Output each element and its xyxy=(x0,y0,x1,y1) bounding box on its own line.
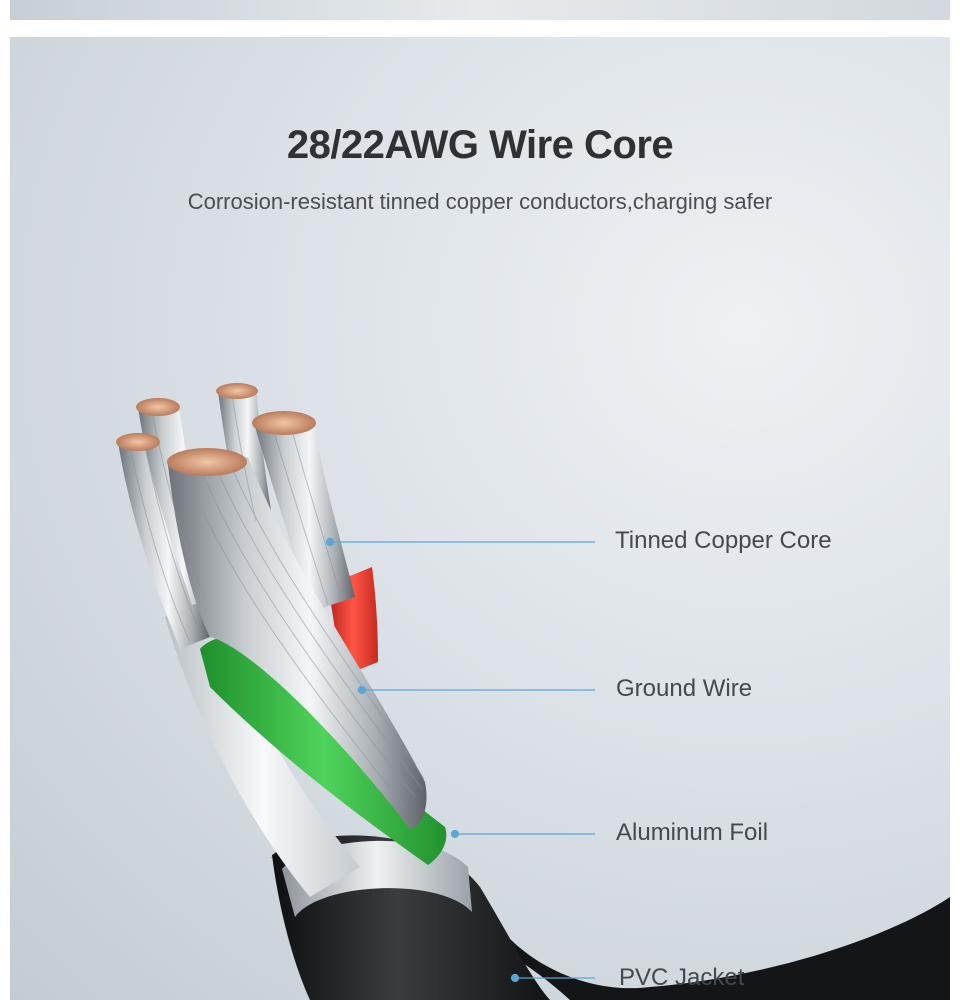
callout-ground-wire: Ground Wire xyxy=(616,675,753,702)
tinned-copper-strands xyxy=(116,383,427,829)
callout-aluminum-foil: Aluminum Foil xyxy=(616,819,769,846)
callout-pvc-jacket: PVC Jacket xyxy=(619,964,745,991)
callout-lines xyxy=(325,537,595,983)
feature-title: 28/22AWG Wire Core xyxy=(286,123,674,167)
top-banner-strip xyxy=(10,0,950,20)
green-wire xyxy=(200,636,447,865)
feature-subtitle: Corrosion-resistant tinned copper conduc… xyxy=(187,189,773,214)
callout-tinned-copper-core: Tinned Copper Core xyxy=(615,527,832,554)
cable-cross-section-illustration xyxy=(116,383,950,1000)
product-feature-panel: 28/22AWG Wire Core Corrosion-resistant t… xyxy=(10,37,950,1000)
